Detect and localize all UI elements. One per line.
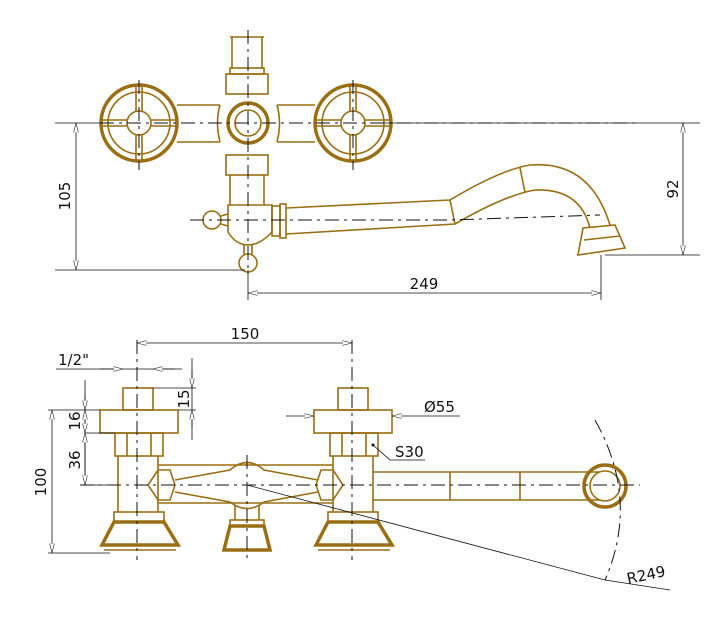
- top-view: 105 92 249: [55, 30, 700, 300]
- dim-half-inch-label: 1/2": [58, 351, 89, 369]
- dim-92-label: 92: [664, 179, 682, 198]
- dimension-92: 92: [380, 122, 700, 256]
- dimension-100: 100: [32, 409, 110, 554]
- front-view: 150 1/2" 15 16 36 100: [32, 325, 671, 591]
- dimension-half-inch: 1/2": [56, 351, 182, 369]
- dim-15-label: 15: [175, 389, 193, 408]
- dim-150-label: 150: [231, 325, 260, 343]
- dim-r249-label: R249: [625, 562, 667, 588]
- dimension-150: 150: [137, 325, 352, 343]
- dimension-15: 15: [153, 358, 196, 440]
- dim-s30-label: S30: [395, 443, 424, 461]
- dimension-diameter-55: Ø55: [286, 398, 460, 416]
- dimension-249: 249: [247, 255, 602, 300]
- dimension-16-36: 16 36: [66, 380, 118, 486]
- left-valve-front: [99, 387, 182, 551]
- dimension-105: 105: [55, 122, 245, 271]
- spout-front: [373, 463, 628, 509]
- dim-diameter-55-label: Ø55: [424, 398, 455, 416]
- dim-100-label: 100: [32, 468, 50, 497]
- dim-36-label: 36: [66, 450, 84, 469]
- spout-top: [285, 163, 627, 256]
- dim-249-label: 249: [410, 275, 439, 293]
- body-front: [158, 461, 333, 552]
- dim-105-label: 105: [56, 182, 74, 211]
- dim-16-label: 16: [66, 411, 84, 430]
- body-top: [177, 36, 315, 273]
- dimension-s30: S30: [371, 443, 425, 461]
- right-valve-front: [313, 387, 396, 551]
